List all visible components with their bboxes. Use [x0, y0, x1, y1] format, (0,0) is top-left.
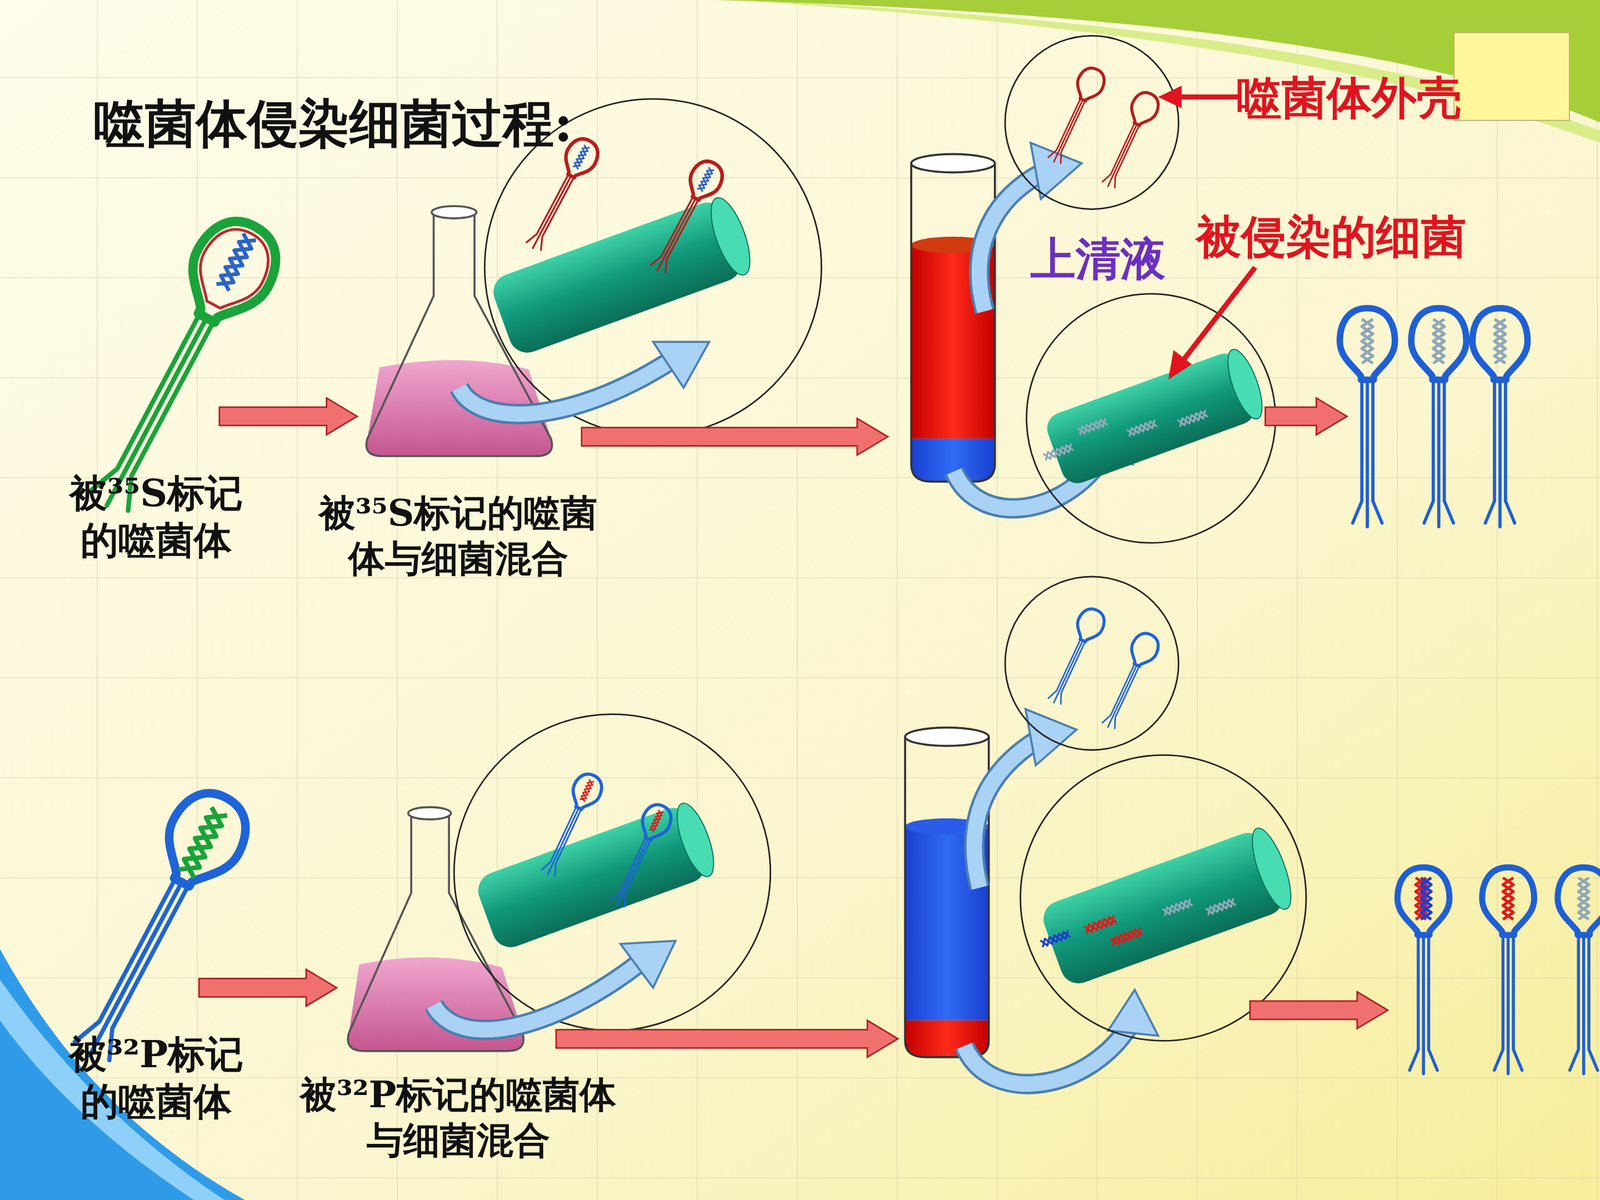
part-label: 被侵染的细菌 [1196, 208, 1467, 265]
part-label: 噬菌体外壳 [1236, 69, 1462, 126]
diagram-title: 噬菌体侵染细菌过程: [93, 91, 573, 156]
layer-label: 上清液 [1030, 230, 1166, 287]
sample-label: 被³⁵S标记的噬菌体 [59, 469, 254, 564]
step-label: 被³²P标记的噬菌体与细菌混合 [291, 1071, 625, 1164]
sample-label: 被³²P标记的噬菌体 [59, 1030, 254, 1125]
step-label: 被³⁵S标记的噬菌体与细菌混合 [309, 490, 608, 582]
